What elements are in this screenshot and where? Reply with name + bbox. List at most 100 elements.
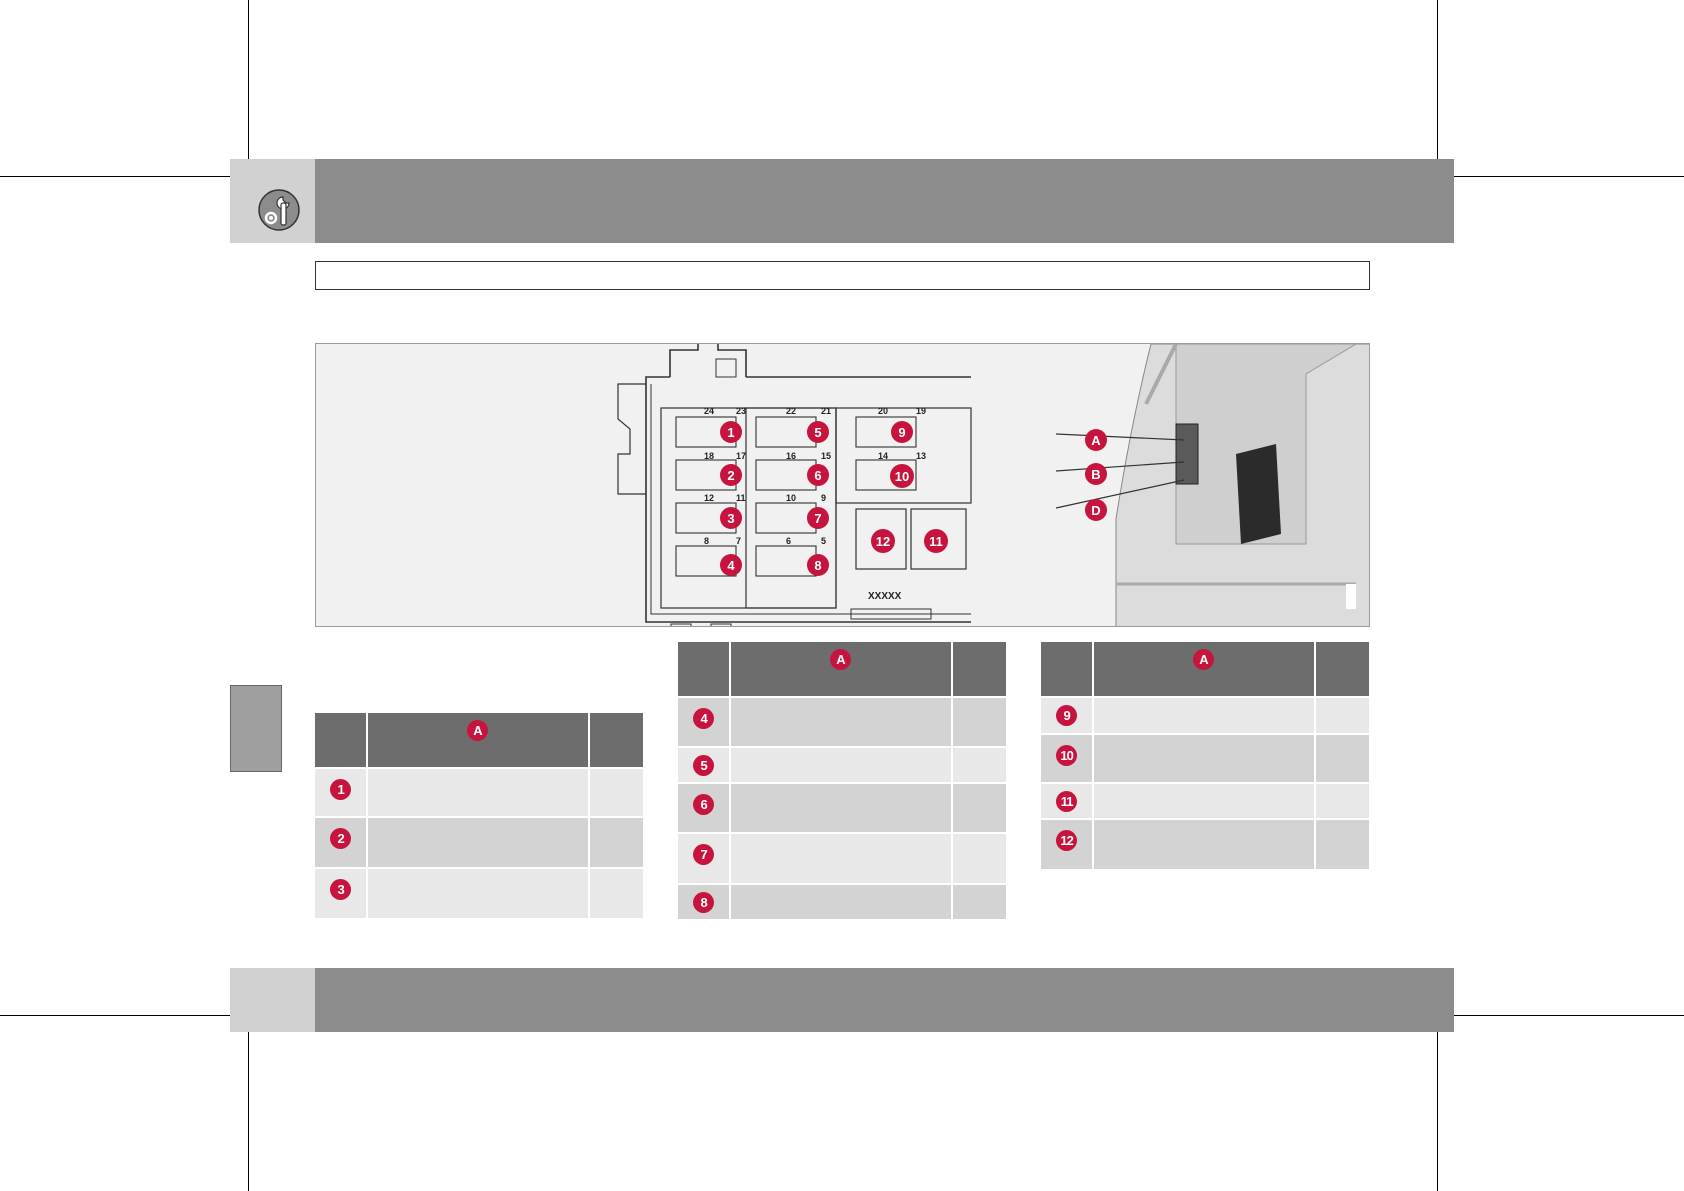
pin-number: 5 <box>821 536 826 546</box>
pin-number: 9 <box>821 493 826 503</box>
pin-number: 14 <box>878 451 888 461</box>
pin-number: 6 <box>786 536 791 546</box>
fuse-table-1: A 1 2 3 <box>315 713 643 918</box>
pin-number: 24 <box>704 406 714 416</box>
row-number-badge: 12 <box>1056 830 1078 851</box>
row-number-badge: 9 <box>1056 705 1078 726</box>
row-value <box>1314 696 1369 734</box>
location-label: A <box>1091 433 1101 448</box>
row-number-badge: 4 <box>693 708 715 729</box>
fuse-label: 1 <box>727 425 734 440</box>
header-badge: A <box>830 649 852 670</box>
row-number-badge: 8 <box>693 892 715 913</box>
location-label: B <box>1091 467 1100 482</box>
row-description <box>1092 818 1316 869</box>
part-code: XXXXX <box>868 591 902 602</box>
footer-bar <box>230 968 1454 1032</box>
pin-number: 20 <box>878 406 888 416</box>
row-value <box>1314 733 1369 783</box>
table-row: 8 <box>678 883 1006 919</box>
fuse-label: 3 <box>727 511 734 526</box>
table-row: 4 <box>678 696 1006 747</box>
row-value <box>588 816 643 868</box>
pin-number: 21 <box>821 406 831 416</box>
table-row: 10 <box>1041 733 1369 783</box>
fuse-label: 12 <box>876 534 890 549</box>
row-number-badge: 2 <box>330 828 352 849</box>
pin-number: 16 <box>786 451 796 461</box>
table-row: 1 <box>315 767 643 817</box>
row-value <box>951 832 1006 884</box>
row-description <box>729 883 953 919</box>
fuse-label: 6 <box>814 468 821 483</box>
row-number-badge: 1 <box>330 779 352 800</box>
row-value <box>1314 782 1369 819</box>
crop-mark <box>248 1032 249 1191</box>
row-value <box>588 767 643 817</box>
pin-number: 8 <box>704 536 709 546</box>
table-row: 2 <box>315 816 643 868</box>
row-value <box>951 782 1006 833</box>
crop-mark <box>1437 1032 1438 1191</box>
crop-mark <box>0 176 230 177</box>
fuse-label: 4 <box>727 558 735 573</box>
row-value <box>951 883 1006 919</box>
pin-number: 18 <box>704 451 714 461</box>
row-value <box>951 746 1006 783</box>
fuse-box-diagram: 24 23 22 21 20 19 18 17 16 15 14 13 12 1… <box>617 344 1369 626</box>
fuse-label: 2 <box>727 468 734 483</box>
row-number-badge: 11 <box>1056 791 1078 812</box>
row-description <box>1092 733 1316 783</box>
chapter-tab <box>230 685 282 772</box>
crop-mark <box>1437 0 1438 159</box>
table-row: 11 <box>1041 782 1369 819</box>
wrench-gear-icon <box>258 189 300 231</box>
header-badge: A <box>467 720 489 741</box>
fuse-table-2: A 4 5 6 7 8 <box>678 642 1006 919</box>
row-description <box>729 696 953 747</box>
footer-tab <box>230 968 315 1032</box>
section-title-box <box>315 261 1370 290</box>
table-row: 3 <box>315 867 643 918</box>
car-rear-illustration <box>1055 344 1369 626</box>
pin-number: 12 <box>704 493 714 503</box>
row-number-badge: 3 <box>330 879 352 900</box>
row-number-badge: 7 <box>693 844 715 865</box>
pin-number: 22 <box>786 406 796 416</box>
fuse-label: 5 <box>814 425 821 440</box>
row-description <box>366 867 590 918</box>
row-value <box>951 696 1006 747</box>
pin-number: 10 <box>786 493 796 503</box>
fuse-label: 11 <box>929 534 943 549</box>
row-description <box>1092 782 1316 819</box>
pin-number: 17 <box>736 451 746 461</box>
table-row: 12 <box>1041 818 1369 869</box>
crop-mark <box>1454 176 1684 177</box>
row-description <box>1092 696 1316 734</box>
row-value <box>1314 818 1369 869</box>
pin-number: 23 <box>736 406 746 416</box>
fuse-box-figure: 24 23 22 21 20 19 18 17 16 15 14 13 12 1… <box>315 343 1370 627</box>
pin-number: 11 <box>736 493 746 503</box>
fuse-label: 8 <box>814 558 821 573</box>
pin-number: 15 <box>821 451 831 461</box>
row-description <box>729 746 953 783</box>
table-row: 6 <box>678 782 1006 833</box>
row-description <box>729 832 953 884</box>
fuse-label: 7 <box>814 511 821 526</box>
crop-mark <box>1454 1015 1684 1016</box>
pin-number: 7 <box>736 536 741 546</box>
crop-mark <box>0 1015 230 1016</box>
table-row: 5 <box>678 746 1006 783</box>
fuse-label: 10 <box>895 469 909 484</box>
fuse-label: 9 <box>898 425 905 440</box>
table-row: 9 <box>1041 696 1369 734</box>
fuse-table-3: A 9 10 11 12 <box>1041 642 1369 869</box>
row-description <box>366 816 590 868</box>
header-bar <box>230 159 1454 243</box>
crop-mark <box>248 0 249 159</box>
row-description <box>366 767 590 817</box>
table-row: 7 <box>678 832 1006 884</box>
row-number-badge: 10 <box>1056 745 1078 766</box>
pin-number: 13 <box>916 451 926 461</box>
